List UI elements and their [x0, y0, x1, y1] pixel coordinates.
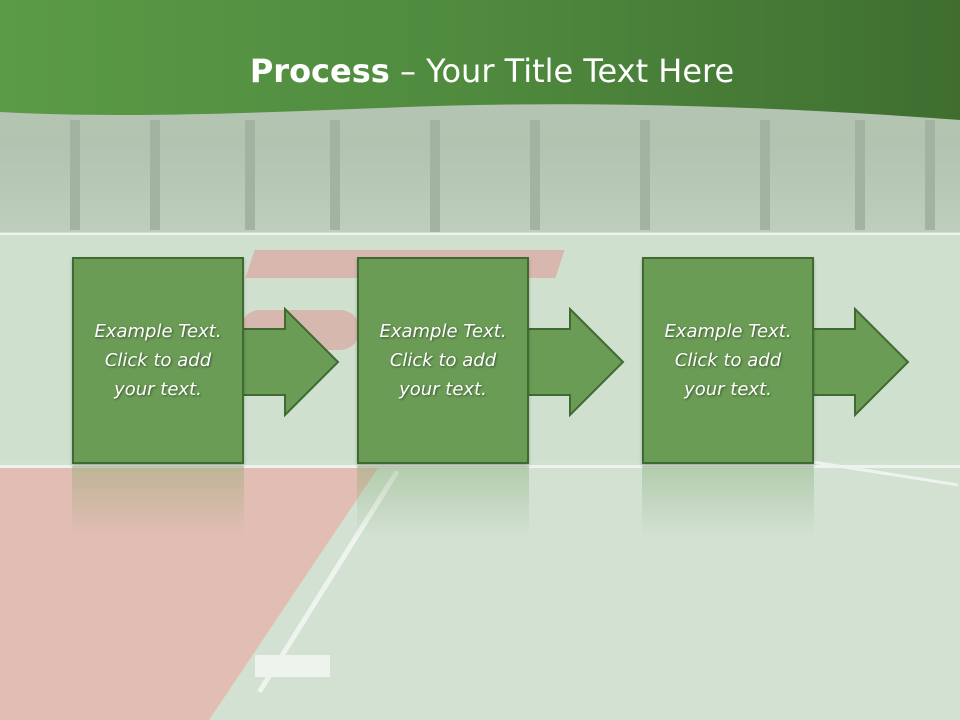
- right-arrow-icon: [240, 307, 340, 417]
- header-band: [0, 0, 960, 120]
- step-text: Example Text. Click to add your text.: [664, 321, 792, 400]
- process-step-box[interactable]: Example Text. Click to add your text.: [72, 257, 244, 464]
- step-text: Example Text. Click to add your text.: [94, 321, 222, 400]
- step-reflection: [357, 466, 529, 536]
- slide-title[interactable]: Process – Your Title Text Here: [0, 52, 960, 90]
- process-step-box[interactable]: Example Text. Click to add your text.: [357, 257, 529, 464]
- title-bold: Process: [249, 52, 390, 90]
- process-step-box[interactable]: Example Text. Click to add your text.: [642, 257, 814, 464]
- court-line: [0, 233, 960, 235]
- court-line: [0, 465, 960, 468]
- step-reflection: [642, 466, 814, 536]
- step-reflection: [72, 466, 244, 536]
- step-text: Example Text. Click to add your text.: [379, 321, 507, 400]
- right-arrow-icon: [525, 307, 625, 417]
- right-arrow-icon: [810, 307, 910, 417]
- court-line: [255, 655, 330, 677]
- title-rest: – Your Title Text Here: [389, 52, 735, 90]
